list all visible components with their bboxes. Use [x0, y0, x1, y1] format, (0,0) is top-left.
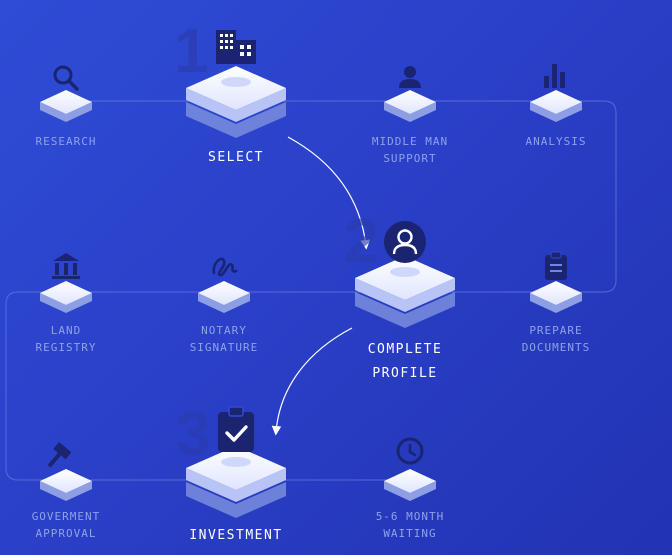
person-icon: [399, 66, 421, 88]
step-complete-profile: [355, 221, 455, 328]
label-notary-signature: NOTARY SIGNATURE: [189, 324, 259, 354]
step-number-2: 2: [344, 207, 378, 276]
step-analysis: [530, 64, 582, 122]
bar-chart-icon: [544, 64, 565, 88]
step-select: [186, 30, 286, 138]
step-waiting: [384, 437, 436, 501]
search-icon: [53, 65, 79, 91]
label-research: RESEARCH: [35, 135, 97, 148]
step-prepare-documents: [530, 251, 582, 313]
connector-left-loop: [5, 291, 66, 481]
arrow-profile-to-investment: [271, 327, 353, 436]
step-number-1: 1: [174, 17, 208, 86]
step-goverment-approval: [40, 442, 92, 501]
building-icon: [216, 30, 256, 64]
connector-right-loop: [556, 100, 617, 293]
label-analysis: ANALYSIS: [525, 135, 587, 148]
label-goverment-approval: GOVERMENT APPROVAL: [31, 510, 101, 540]
step-middle-man-support: [384, 66, 436, 122]
step-investment: [186, 406, 286, 518]
signature-icon: [212, 257, 238, 277]
step-land-registry: [40, 253, 92, 313]
label-land-registry: LAND REGISTRY: [35, 324, 97, 354]
label-waiting: 5-6 MONTH WAITING: [375, 510, 445, 540]
connector-lines: [5, 100, 617, 481]
label-middle-man-support: MIDDLE MAN SUPPORT: [371, 135, 449, 165]
label-select: SELECT: [208, 150, 264, 165]
label-prepare-documents: PREPARE DOCUMENTS: [521, 324, 591, 354]
arrow-select-to-profile: [287, 136, 371, 250]
step-notary-signature: [198, 257, 250, 313]
gavel-icon: [47, 442, 71, 468]
user-circle-icon: [384, 221, 426, 263]
clipboard-icon: [545, 251, 567, 280]
clipboard-check-icon: [218, 406, 254, 452]
bank-icon: [52, 253, 80, 279]
label-complete-profile: COMPLETE PROFILE: [367, 342, 443, 381]
step-number-3: 3: [176, 400, 210, 469]
clock-icon: [396, 437, 424, 465]
step-research: [40, 65, 92, 122]
label-investment: INVESTMENT: [189, 528, 283, 543]
